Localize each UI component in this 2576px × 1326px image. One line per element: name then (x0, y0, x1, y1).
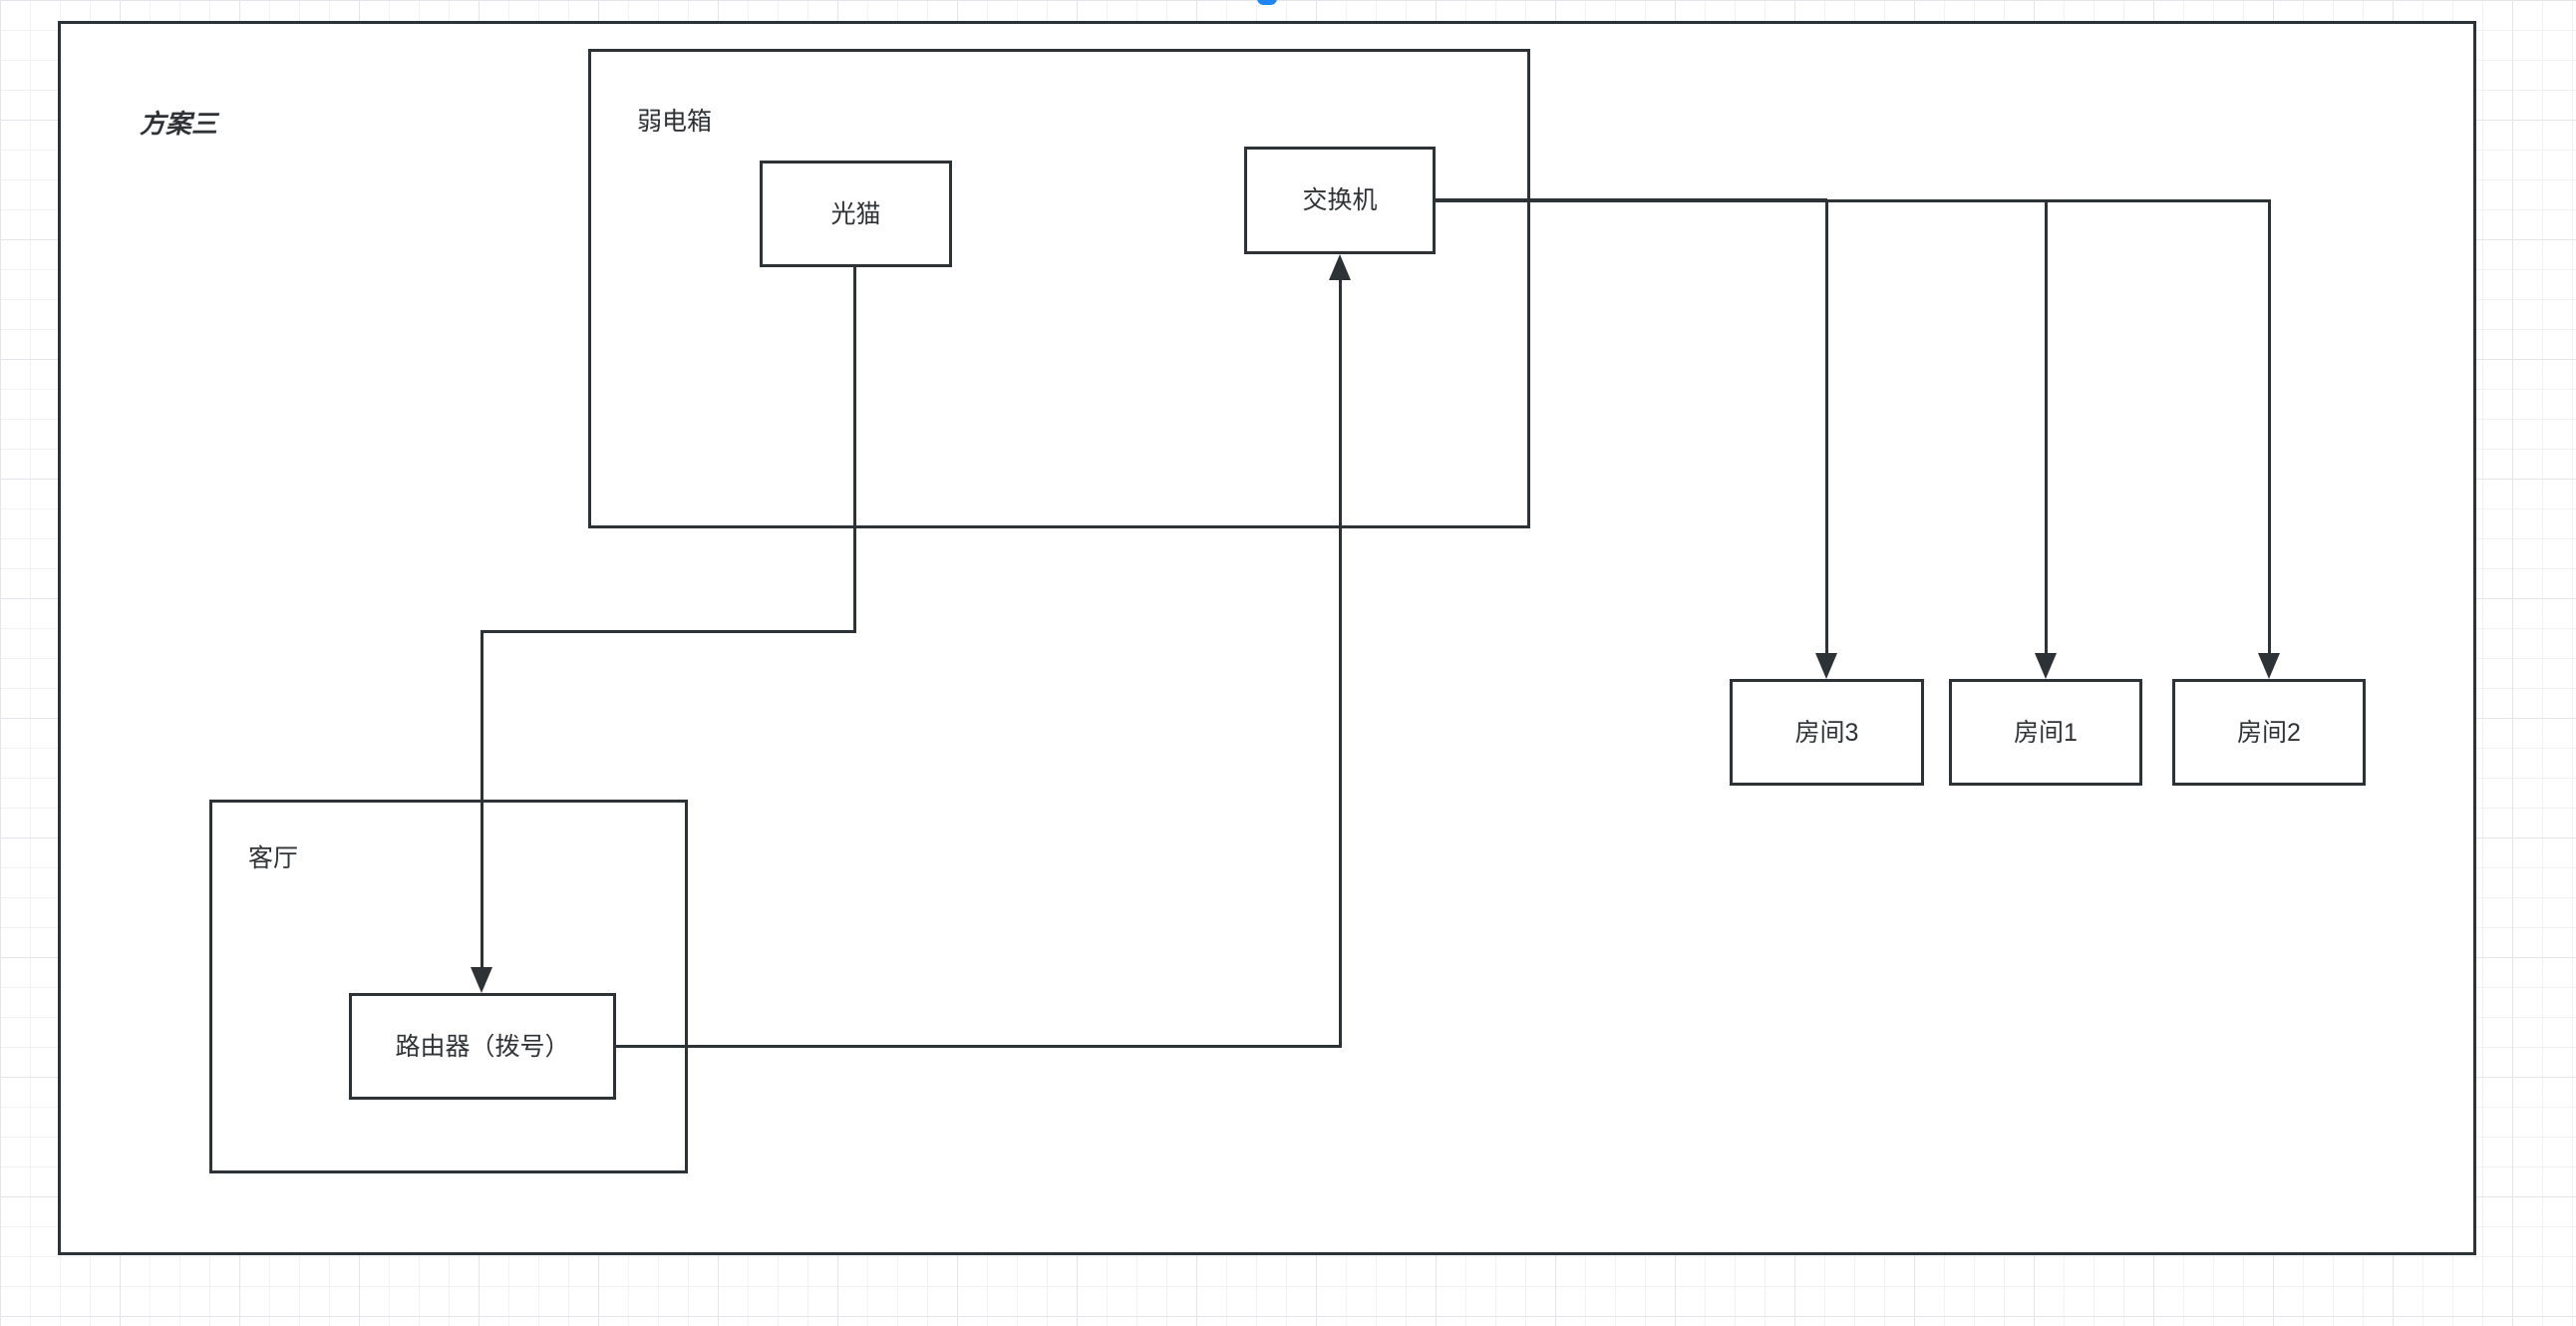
container-weak-box[interactable]: 弱电箱 (588, 49, 1530, 528)
switch-label: 交换机 (1302, 186, 1378, 214)
arrow-down-icon[interactable] (2258, 653, 2280, 679)
container-living-room[interactable]: 客厅 (209, 800, 688, 1173)
arrow-down-icon[interactable] (2035, 653, 2057, 679)
connection-handle[interactable] (1257, 0, 1277, 5)
room3-label: 房间3 (1794, 718, 1859, 747)
edge-segment[interactable] (853, 265, 856, 633)
arrow-down-icon[interactable] (471, 967, 492, 993)
living-room-label: 客厅 (248, 844, 299, 872)
node-room2[interactable]: 房间2 (2172, 679, 2366, 786)
edge-segment[interactable] (481, 630, 856, 633)
plan-title-label: 方案三 (140, 109, 218, 139)
edge-segment[interactable] (1436, 198, 1827, 202)
node-room1[interactable]: 房间1 (1949, 679, 2142, 786)
node-switch[interactable]: 交换机 (1244, 147, 1436, 254)
room1-label: 房间1 (2014, 718, 2078, 747)
router-label: 路由器（拨号） (395, 1032, 570, 1061)
edge-segment[interactable] (1339, 278, 1342, 1048)
modem-label: 光猫 (830, 199, 881, 228)
room2-label: 房间2 (2237, 718, 2301, 747)
node-modem[interactable]: 光猫 (760, 161, 952, 267)
node-router[interactable]: 路由器（拨号） (349, 993, 616, 1100)
edge-segment[interactable] (616, 1045, 1342, 1048)
edge-segment[interactable] (481, 630, 483, 969)
edge-segment[interactable] (2045, 201, 2048, 653)
edge-segment[interactable] (1825, 201, 1828, 653)
arrow-up-icon[interactable] (1329, 254, 1351, 280)
arrow-down-icon[interactable] (1815, 653, 1837, 679)
node-room3[interactable]: 房间3 (1730, 679, 1924, 786)
edge-segment[interactable] (2268, 201, 2271, 653)
edge-segment[interactable] (1436, 199, 2271, 202)
weak-box-label: 弱电箱 (637, 108, 713, 136)
